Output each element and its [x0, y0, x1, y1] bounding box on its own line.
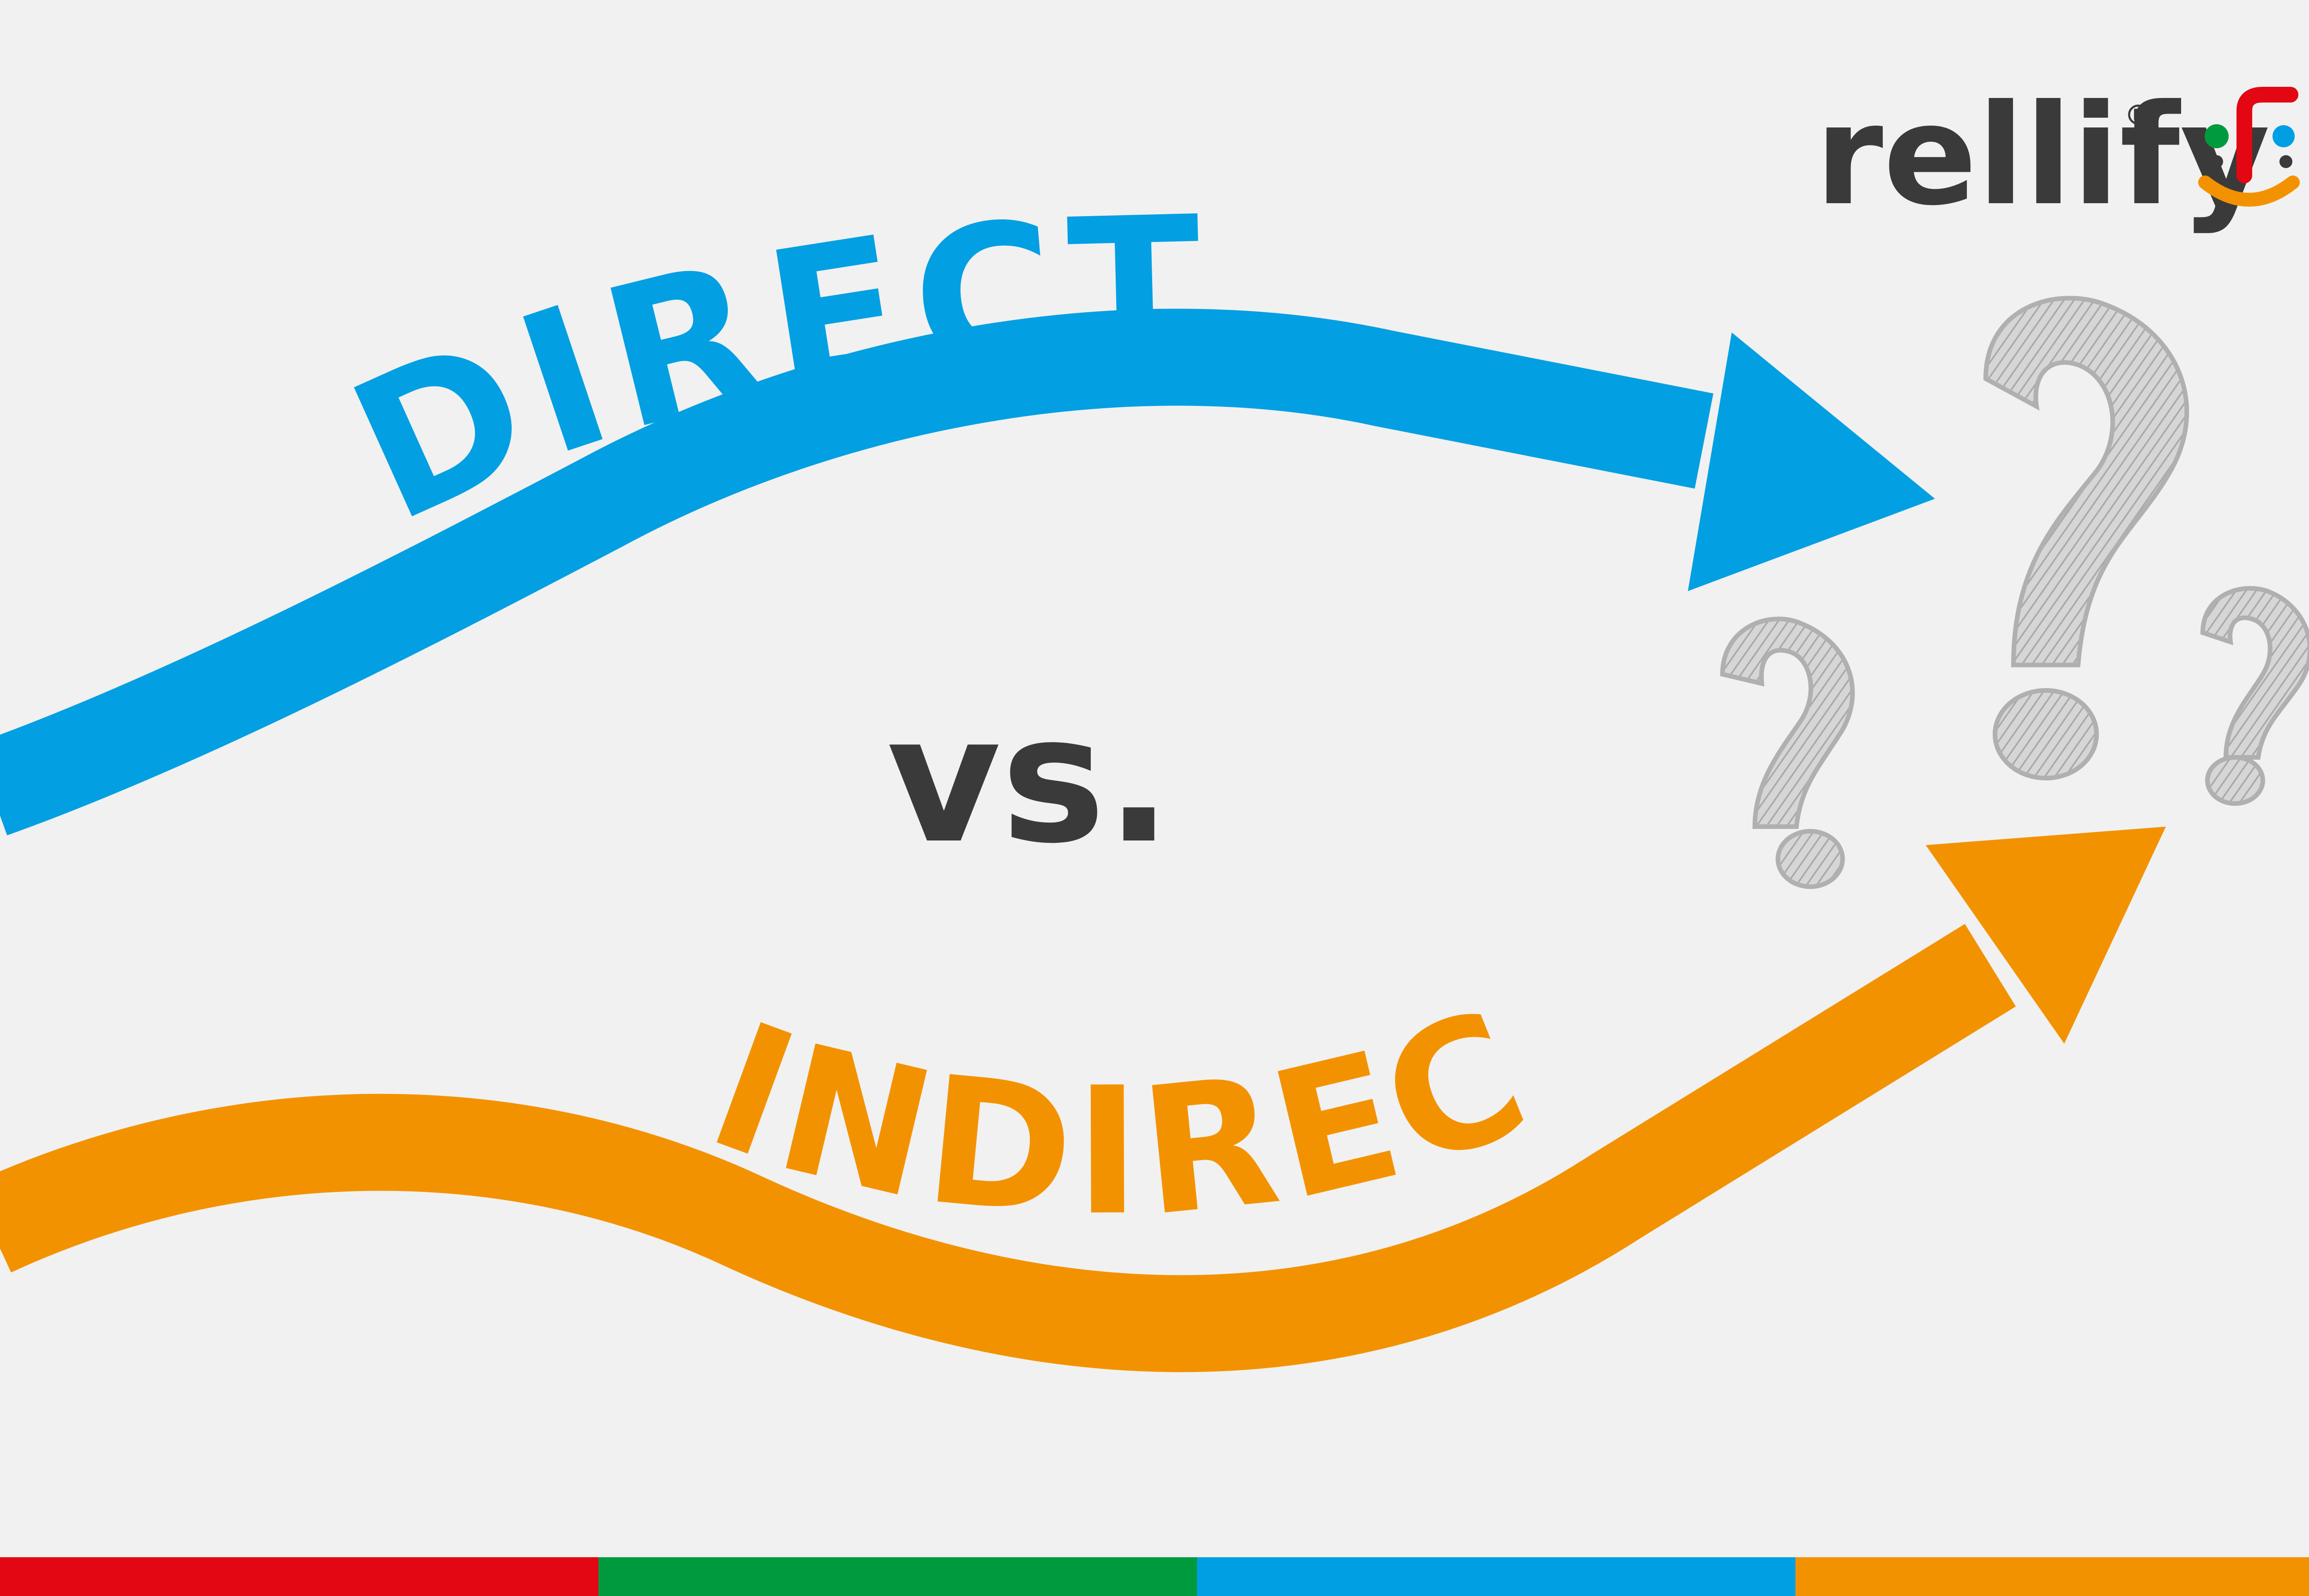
direct-arrow	[0, 308, 1935, 835]
arrow-right-icon	[1688, 332, 1935, 591]
direct-label: DIRECT	[322, 175, 1211, 566]
brand-logo: rellify ®	[1815, 75, 2300, 236]
stripe-orange	[1795, 1557, 2309, 1596]
stripe-blue	[1197, 1557, 1795, 1596]
footer-color-stripes	[0, 1557, 2309, 1596]
indirect-label: INDIRECT	[0, 0, 1551, 1256]
indirect-arrow	[0, 827, 2166, 1372]
arrow-up-right-icon	[1926, 827, 2166, 1044]
brand-wordmark: rellify	[1815, 75, 2270, 236]
vs-label: vs.	[887, 677, 1172, 882]
registered-mark: ®	[2124, 99, 2152, 132]
stripe-red	[0, 1557, 598, 1596]
stripe-green	[598, 1557, 1197, 1596]
question-mark-icon	[1720, 296, 2309, 889]
smiley-logo-icon	[2198, 87, 2300, 207]
